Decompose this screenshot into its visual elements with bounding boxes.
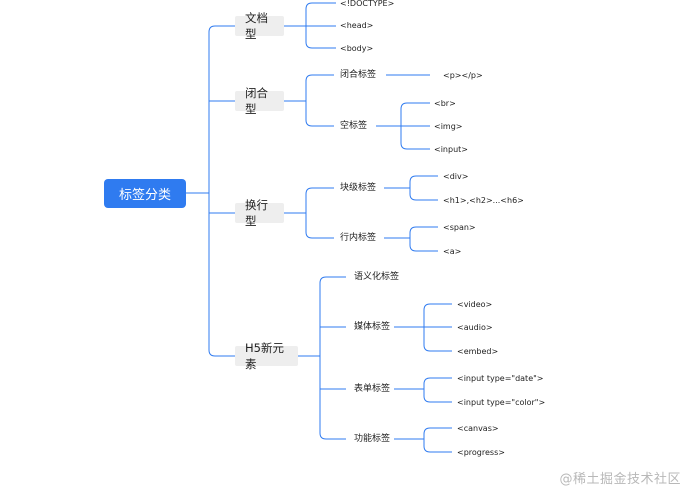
leaf-input[interactable]: <input> xyxy=(434,145,468,154)
leaf-head[interactable]: <head> xyxy=(340,21,374,30)
node-document-type-label: 文档型 xyxy=(245,11,268,41)
root-label: 标签分类 xyxy=(118,188,171,203)
leaf-span[interactable]: <span> xyxy=(443,223,476,232)
node-wrap-type[interactable]: 换行型 xyxy=(235,198,284,228)
leaf-audio[interactable]: <audio> xyxy=(457,323,493,332)
leaf-doctype[interactable]: <!DOCTYPE> xyxy=(340,0,395,8)
leaf-a[interactable]: <a> xyxy=(443,247,462,256)
leaf-br[interactable]: <br> xyxy=(434,99,456,108)
node-inline-tag[interactable]: 行内标签 xyxy=(340,233,377,243)
node-h5-elements[interactable]: H5新元素 xyxy=(235,341,298,371)
leaf-video[interactable]: <video> xyxy=(457,300,493,309)
node-h5-elements-label: H5新元素 xyxy=(245,341,284,371)
node-closing-tag[interactable]: 闭合标签 xyxy=(340,70,377,80)
root-node[interactable]: 标签分类 xyxy=(104,179,186,208)
leaf-body[interactable]: <body> xyxy=(340,44,374,53)
node-document-type[interactable]: 文档型 xyxy=(235,11,284,41)
node-function-tag[interactable]: 功能标签 xyxy=(354,434,391,444)
node-block-tag[interactable]: 块级标签 xyxy=(340,183,377,193)
node-semantic-tag[interactable]: 语义化标签 xyxy=(354,272,400,282)
leaf-canvas[interactable]: <canvas> xyxy=(457,424,499,433)
node-media-tag[interactable]: 媒体标签 xyxy=(354,322,391,332)
node-wrap-type-label: 换行型 xyxy=(245,198,268,228)
node-closed-type[interactable]: 闭合型 xyxy=(235,86,284,116)
node-empty-tag[interactable]: 空标签 xyxy=(340,121,368,131)
leaf-div[interactable]: <div> xyxy=(443,172,469,181)
leaf-headings[interactable]: <h1>,<h2>...<h6> xyxy=(443,196,524,205)
leaf-input-color[interactable]: <input type="color"> xyxy=(457,398,546,407)
leaf-p-tag[interactable]: <p></p> xyxy=(443,71,483,80)
leaf-embed[interactable]: <embed> xyxy=(457,347,499,356)
leaf-progress[interactable]: <progress> xyxy=(457,448,505,457)
leaf-input-date[interactable]: <input type="date"> xyxy=(457,374,544,383)
node-closed-type-label: 闭合型 xyxy=(245,86,268,116)
node-form-tag[interactable]: 表单标签 xyxy=(354,384,391,394)
watermark: @稀土掘金技术社区 xyxy=(559,472,681,487)
leaf-img[interactable]: <img> xyxy=(434,122,463,131)
